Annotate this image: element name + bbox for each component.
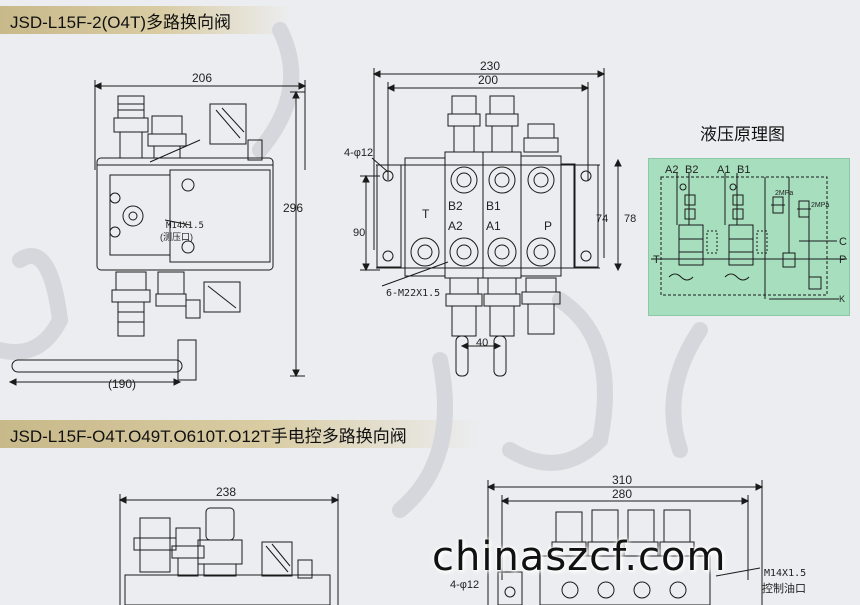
dim-230: 230 — [480, 59, 500, 73]
dim-90: 90 — [353, 227, 365, 239]
port-p-label: P — [839, 254, 846, 266]
dim-280: 280 — [612, 487, 632, 501]
side-fitting-bottom-2 — [155, 271, 187, 307]
side-port-note: (测压口) — [160, 232, 193, 242]
front-fitting-bottom-3 — [521, 277, 561, 335]
front-holes-label: 4-φ12 — [344, 147, 373, 159]
section-title-bottom: JSD-L15F-O4T.O49T.O610T.O12T手电控多路换向阀 — [0, 420, 480, 448]
side-fitting-bottom-1 — [111, 271, 151, 337]
dim-296: 296 — [283, 201, 303, 215]
front-view — [360, 68, 622, 377]
spool-valve-1 — [728, 224, 754, 266]
side-solenoid — [209, 103, 247, 145]
front-port-a2: A2 — [448, 219, 463, 233]
background-calligraphy — [0, 22, 708, 518]
port-c-label: C — [839, 236, 847, 248]
dim-206: 206 — [192, 71, 212, 85]
bottom-left-view — [118, 494, 340, 605]
dim-310: 310 — [612, 473, 632, 487]
side-fitting-1 — [113, 95, 149, 159]
control-port-spec: M14X1.5 — [764, 568, 806, 579]
front-fitting-bottom-2 — [483, 277, 521, 337]
port-a2-label: A2 — [665, 164, 678, 176]
dim-238: 238 — [216, 485, 236, 499]
front-port-a1: A1 — [486, 219, 501, 233]
dim-40: 40 — [476, 337, 488, 349]
hydraulic-principle-panel: A2 B2 A1 B1 T C P K 2MPa 2MPa — [648, 158, 850, 316]
side-port-spec: M14X1.5 — [166, 221, 204, 231]
bottom-holes-label: 4-φ12 — [450, 579, 479, 591]
front-fitting-bottom-1 — [445, 277, 483, 337]
front-port-p: P — [544, 219, 552, 233]
port-t-label: T — [653, 254, 660, 266]
dim-74: 74 — [596, 213, 608, 225]
pressure-label-2: 2MPa — [811, 202, 829, 209]
side-fitting-2 — [147, 115, 187, 159]
hydraulic-schematic: A2 B2 A1 B1 T C P K 2MPa 2MPa — [651, 164, 847, 304]
spool-valve-2 — [678, 224, 704, 266]
bottom-right-view — [486, 480, 764, 605]
port-b1-label: B1 — [737, 164, 750, 176]
section-title-top: JSD-L15F-2(O4T)多路换向阀 — [0, 6, 290, 34]
schematic-boundary — [660, 176, 828, 296]
port-b2-label: B2 — [685, 164, 698, 176]
control-port-note: 控制油口 — [762, 581, 806, 595]
front-fitting-top-1 — [447, 95, 481, 153]
port-a1-label: A1 — [717, 164, 730, 176]
side-solenoid-bottom — [185, 281, 241, 319]
site-watermark: chinaszcf.com — [432, 534, 727, 580]
front-fitting-top-3 — [523, 123, 559, 153]
front-port-b2: B2 — [448, 199, 463, 213]
dim-190: (190) — [108, 377, 136, 391]
dim-200: 200 — [478, 73, 498, 87]
thread-spec-label: 6-M22X1.5 — [386, 288, 440, 299]
front-port-t: T — [422, 207, 430, 221]
pressure-label-1: 2MPa — [775, 190, 793, 197]
front-fitting-top-2 — [485, 95, 519, 153]
side-view — [8, 80, 307, 386]
front-port-b1: B1 — [486, 199, 501, 213]
principle-title: 液压原理图 — [700, 125, 785, 145]
dim-78: 78 — [624, 213, 636, 225]
port-k-label: K — [839, 294, 845, 304]
